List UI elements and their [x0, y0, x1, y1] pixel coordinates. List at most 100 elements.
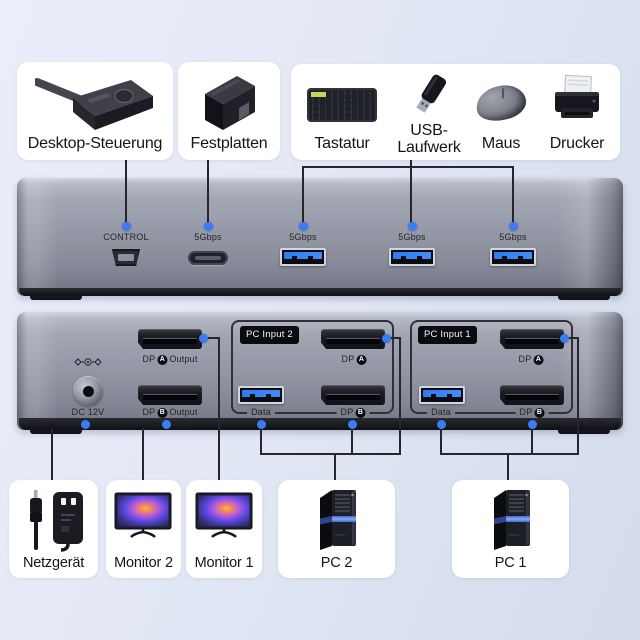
- connector-line: [302, 166, 514, 168]
- connector-line: [260, 453, 401, 455]
- connector-line: [351, 424, 353, 455]
- hard-drive-card: Festplatten: [178, 62, 280, 160]
- port-dot: [299, 222, 308, 231]
- port-dot: [81, 420, 90, 429]
- pc-input-2-group: [231, 320, 394, 414]
- mini-usb-control-port: [112, 249, 140, 266]
- connector-line: [440, 453, 579, 455]
- dc-power-jack: [73, 376, 103, 406]
- output-suffix: Output: [169, 354, 198, 364]
- circled-b: B: [157, 407, 168, 418]
- pc-input-2-badge: PC Input 2: [240, 326, 299, 344]
- device-front-panel: [17, 178, 623, 296]
- connector-line: [512, 166, 514, 226]
- monitor-1-card: Monitor 1: [186, 480, 262, 578]
- pc2-dp-b-port: [321, 385, 385, 405]
- usb-c-port: [188, 251, 228, 265]
- connector-line: [51, 428, 53, 480]
- connector-line: [399, 337, 401, 455]
- port-dot: [528, 420, 537, 429]
- pc2-data-port: [238, 386, 284, 404]
- connector-line: [410, 166, 412, 226]
- usb-drive-icon: [416, 74, 447, 113]
- connector-line: [385, 337, 401, 339]
- monitor-icon: [114, 492, 172, 538]
- pc-input-1-group: [410, 320, 573, 414]
- connector-line: [218, 337, 220, 480]
- front-panel-base: [19, 288, 621, 296]
- dp-prefix: DP: [142, 354, 156, 364]
- port-dot: [408, 222, 417, 231]
- pc1-data-label: Data: [427, 407, 455, 418]
- pc-1-card: PC 1: [452, 480, 569, 578]
- keyboard-item: Tastatur: [299, 64, 385, 160]
- pc1-dp-b-port: [500, 385, 564, 405]
- monitor-2-card: Monitor 2: [106, 480, 181, 578]
- usb-devices-card: Tastatur USB- Laufwerk Maus: [291, 64, 620, 160]
- connector-line: [302, 166, 304, 226]
- circled-a: A: [356, 354, 367, 365]
- power-adapter-label: Netzgerät: [22, 555, 85, 571]
- circled-a: A: [533, 354, 544, 365]
- monitor-1-label: Monitor 1: [194, 555, 254, 571]
- circled-b: B: [534, 407, 545, 418]
- connector-line: [202, 337, 220, 339]
- usb-a-port-3: [490, 248, 536, 266]
- connector-line: [410, 160, 412, 168]
- desktop-control-card: Desktop-Steuerung: [17, 62, 173, 160]
- desktop-control-label: Desktop-Steuerung: [27, 135, 163, 152]
- pc-2-label: PC 2: [320, 555, 353, 571]
- pc-tower-icon: [494, 490, 530, 550]
- port-dot: [560, 334, 569, 343]
- port-dot: [382, 334, 391, 343]
- power-adapter-icon: [30, 490, 83, 552]
- pc-1-label: PC 1: [494, 555, 527, 571]
- mouse-item: Maus: [466, 64, 536, 160]
- port-dot: [162, 420, 171, 429]
- circled-a: A: [157, 354, 168, 365]
- monitor-icon: [195, 492, 253, 538]
- keyboard-icon: [307, 88, 377, 122]
- keyboard-label: Tastatur: [314, 135, 370, 152]
- printer-icon: [555, 74, 599, 118]
- dc-12v-label: DC 12V: [71, 407, 105, 417]
- power-adapter-card: Netzgerät: [9, 480, 98, 578]
- pc-2-card: PC 2: [278, 480, 395, 578]
- monitor-2-label: Monitor 2: [114, 555, 173, 571]
- mouse-icon: [473, 81, 529, 125]
- pc1-dp-a-port: [500, 329, 564, 349]
- dp-a-output-port: [138, 329, 202, 349]
- printer-item: Drucker: [541, 64, 613, 160]
- port-dot: [122, 222, 131, 231]
- connector-line: [577, 337, 579, 455]
- pc2-data-label: Data: [247, 407, 275, 418]
- dc-polarity-icon: [74, 358, 102, 366]
- port-dot: [509, 222, 518, 231]
- port-dot: [437, 420, 446, 429]
- pc-input-1-badge: PC Input 1: [418, 326, 477, 344]
- hard-drive-label: Festplatten: [190, 135, 268, 152]
- circled-b: B: [355, 407, 366, 418]
- connector-line: [260, 424, 262, 455]
- usb-drive-item: USB- Laufwerk: [385, 64, 473, 160]
- dp-b-output-port: [138, 385, 202, 405]
- connector-line: [563, 337, 579, 339]
- usb-drive-label: USB- Laufwerk: [397, 122, 461, 156]
- connector-line: [440, 424, 442, 455]
- usb-a-speed-label: 5Gbps: [499, 232, 527, 242]
- connector-line: [507, 453, 509, 480]
- remote-control-icon: [35, 78, 153, 130]
- mouse-label: Maus: [481, 135, 521, 152]
- connector-line: [334, 453, 336, 480]
- port-dot: [348, 420, 357, 429]
- connector-line: [531, 424, 533, 455]
- connector-line: [207, 160, 209, 226]
- usb-a-speed-label: 5Gbps: [398, 232, 426, 242]
- pc2-dp-a-port: [321, 329, 385, 349]
